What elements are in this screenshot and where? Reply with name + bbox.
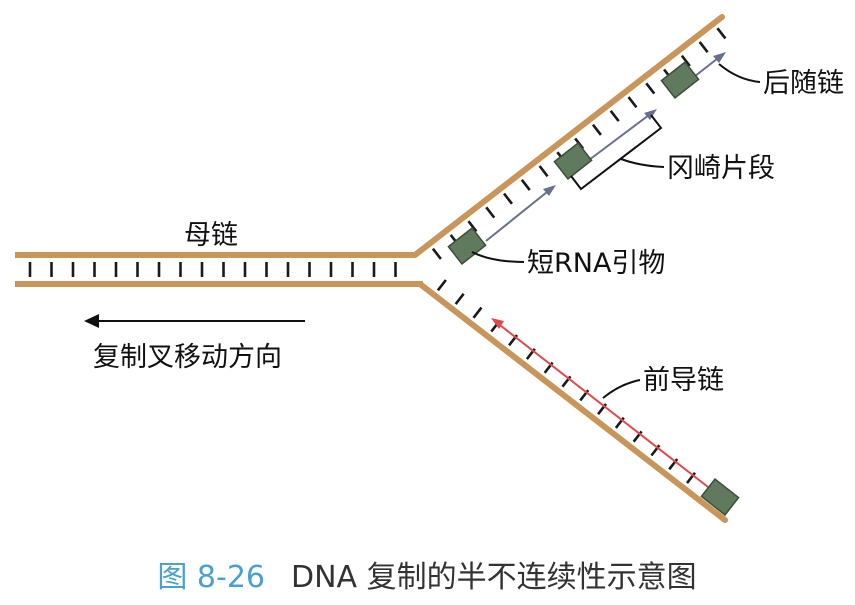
base-tick <box>436 279 447 292</box>
fork-direction-arrowhead <box>84 314 99 328</box>
okazaki-fragment-arrowhead-1 <box>543 185 556 196</box>
fork-direction-label: 复制叉移动方向 <box>93 342 282 373</box>
base-tick <box>431 247 442 260</box>
base-tick <box>472 306 483 319</box>
okazaki-fragment-arrow-2 <box>588 111 654 161</box>
rna-primer-block-leading <box>700 478 740 516</box>
leading-strand-arrowhead <box>491 318 504 329</box>
okazaki-fragment-arrowhead-3 <box>713 52 726 63</box>
diagram-labels: 母链 后随链 冈崎片段 短RNA引物 复制叉移动方向 前导链 <box>93 68 844 396</box>
base-tick <box>503 192 514 205</box>
base-tick <box>680 54 691 67</box>
upper-arm-outer <box>412 14 725 258</box>
figure-caption: 图 8-26 DNA 复制的半不连续性示意图 <box>157 560 696 595</box>
base-tick <box>454 292 465 305</box>
base-tick <box>609 110 620 122</box>
parent-strand-label: 母链 <box>184 220 238 251</box>
base-tick <box>520 178 531 191</box>
okazaki-pointer <box>620 158 665 168</box>
okazaki-fragment-arrowhead-2 <box>644 109 657 120</box>
base-tick <box>698 41 709 54</box>
leading-strand-pointer <box>602 379 641 399</box>
strand-backbones <box>15 14 728 523</box>
rna-primer-label: 短RNA引物 <box>527 248 665 279</box>
leading-strand-arrow <box>495 321 709 488</box>
rna-primer-block-1 <box>447 227 487 265</box>
rna-primer-block-2 <box>553 142 593 180</box>
rna-primer-block-3 <box>660 61 700 99</box>
base-tick <box>591 123 602 136</box>
okazaki-fragment-label: 冈崎片段 <box>667 153 775 184</box>
new-strand-arrows <box>485 52 726 488</box>
label-pointers <box>84 63 761 399</box>
base-tick <box>686 471 697 484</box>
okazaki-bracket <box>570 114 663 191</box>
rna-primers <box>447 61 740 516</box>
base-tick <box>716 27 727 40</box>
base-tick <box>627 96 638 109</box>
okazaki-fragment-arrow-1 <box>485 187 553 242</box>
primer-pointer <box>471 251 525 263</box>
base-tick <box>538 165 549 178</box>
figure-number: 图 8-26 <box>157 560 265 595</box>
base-tick <box>645 82 656 95</box>
lower-arm-outer <box>417 281 728 523</box>
figure-title: DNA 复制的半不连续性示意图 <box>291 560 697 595</box>
leading-strand-label: 前导链 <box>643 365 724 396</box>
replication-fork-diagram: 母链 后随链 冈崎片段 短RNA引物 复制叉移动方向 前导链 <box>15 14 844 523</box>
base-tick <box>467 220 478 233</box>
base-tick <box>485 206 496 219</box>
lagging-strand-label: 后随链 <box>763 68 844 99</box>
lagging-strand-pointer <box>718 63 761 83</box>
base-tick <box>668 458 679 471</box>
